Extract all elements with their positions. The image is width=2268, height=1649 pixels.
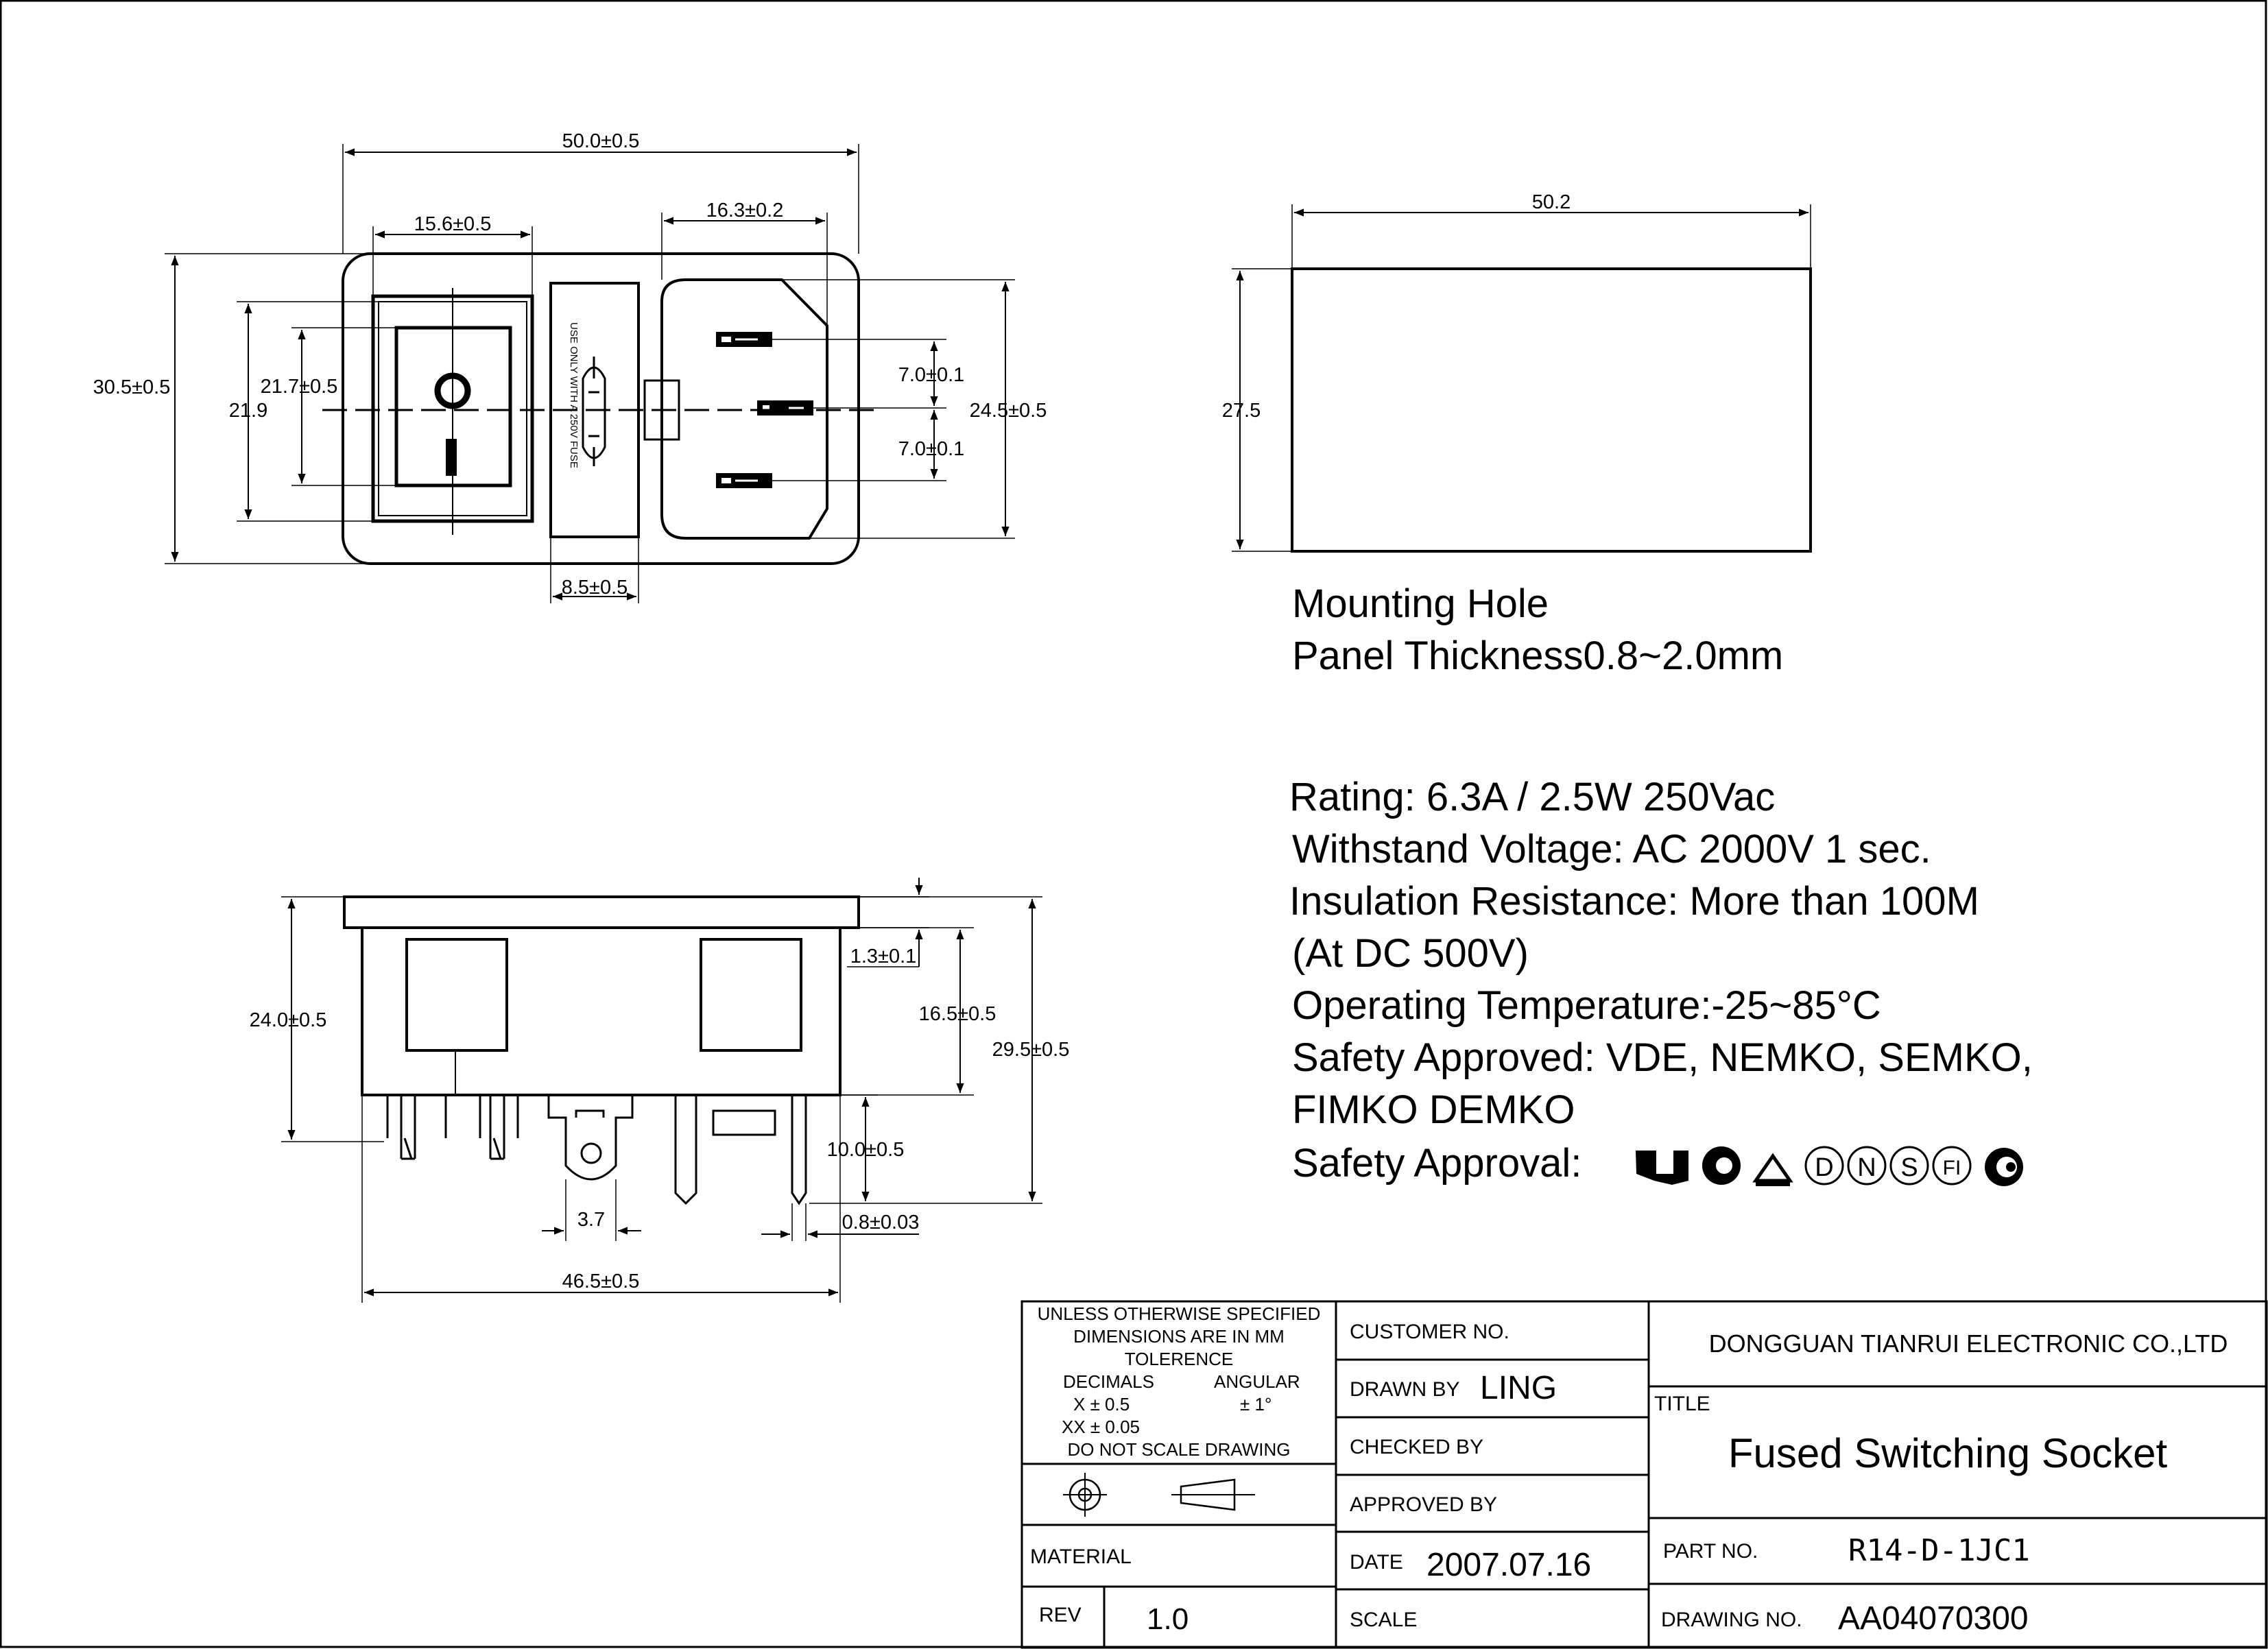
fuse-icon [582, 357, 606, 466]
angular-label: ANGULAR [1214, 1371, 1300, 1392]
decimals-label: DECIMALS [1063, 1371, 1154, 1392]
mounting-hole-title: Mounting Hole [1292, 581, 1549, 626]
mounting-hole: 50.2 27.5 Mounting Hole Panel Thickness0… [1222, 191, 1812, 678]
panel-thickness-note: Panel Thickness0.8~2.0mm [1292, 634, 1783, 678]
date-label: DATE [1350, 1551, 1403, 1574]
cqc-mark-icon [1985, 1148, 2023, 1186]
svg-text:FI: FI [1943, 1157, 1961, 1179]
on-symbol [446, 439, 457, 476]
tolerance-line-1: UNLESS OTHERWISE SPECIFIED [1038, 1303, 1321, 1324]
vde-mark-icon [1752, 1153, 1793, 1186]
switch-terminals [386, 1095, 519, 1160]
title-block: UNLESS OTHERWISE SPECIFIED DIMENSIONS AR… [1020, 1300, 2268, 1649]
inlet-terminal-right [791, 1095, 807, 1205]
fuse-terminal-hole [580, 1142, 602, 1164]
spec-withstand-voltage: Withstand Voltage: AC 2000V 1 sec. [1292, 827, 1931, 871]
drawn-by-label: DRAWN BY [1350, 1378, 1460, 1401]
dim-fuse-terminal-width: 3.7 [577, 1209, 605, 1231]
spec-safety-approval: Safety Approval: [1292, 1141, 1581, 1185]
cutout-outline [1291, 267, 1812, 553]
checked-by-label: CHECKED BY [1350, 1436, 1483, 1458]
x-tolerance: X ± 0.5 [1073, 1394, 1130, 1415]
body [361, 926, 841, 1096]
dim-switch-outer-height: 21.9 [229, 400, 267, 422]
iec-inlet-outline [660, 278, 828, 540]
drawn-by-value: LING [1480, 1370, 1557, 1406]
front-view: USE ONLY WITH A 250V FUSE 50.0±0.5 [93, 130, 1047, 603]
title-value: Fused Switching Socket [1728, 1430, 2168, 1476]
tolerance-line-3: TOLERENCE [1125, 1349, 1233, 1369]
title-label: TITLE [1654, 1393, 1710, 1415]
spec-operating-temp: Operating Temperature:-25~85°C [1292, 983, 1881, 1028]
spec-insulation: Insulation Resistance: More than 100M [1289, 879, 1979, 924]
inlet-terminal-left [674, 1095, 697, 1205]
spec-rating: Rating: 6.3A / 2.5W 250Vac [1289, 775, 1775, 819]
dim-terminal-thickness: 0.8±0.03 [842, 1212, 920, 1233]
ccc-c-mark-icon [1702, 1146, 1741, 1185]
no-scale-note: DO NOT SCALE DRAWING [1067, 1439, 1290, 1460]
dim-pin-pitch-lower: 7.0±0.1 [898, 438, 965, 460]
dim-inner-height: 16.5±0.5 [919, 1003, 996, 1025]
dim-overall-height: 30.5±0.5 [93, 376, 171, 398]
dim-fuse-width: 8.5±0.5 [562, 577, 628, 599]
inlet-terminal-block [712, 1109, 776, 1136]
dim-body-height: 24.0±0.5 [250, 1009, 327, 1031]
angular-tolerance: ± 1° [1240, 1394, 1272, 1415]
tolerance-line-2: DIMENSIONS ARE IN MM [1073, 1326, 1285, 1347]
fimko-mark-icon: FI [1932, 1146, 1972, 1185]
rev-value: 1.0 [1147, 1602, 1189, 1636]
svg-text:N: N [1857, 1153, 1876, 1182]
flange [343, 895, 860, 929]
rev-label: REV [1039, 1604, 1082, 1626]
left-window [405, 938, 508, 1052]
projection-symbol-icon [1063, 1473, 1255, 1517]
dim-inlet-width: 16.3±0.2 [706, 200, 784, 221]
dim-flange-thickness: 1.3±0.1 [850, 946, 917, 967]
fuse-terminal [547, 1095, 634, 1181]
specifications: Rating: 6.3A / 2.5W 250Vac Withstand Vol… [1289, 775, 2033, 1186]
spec-safety-approved: Safety Approved: VDE, NEMKO, SEMKO, [1292, 1035, 2033, 1080]
dim-total-height: 29.5±0.5 [992, 1039, 1070, 1061]
xx-tolerance: XX ± 0.05 [1062, 1417, 1140, 1437]
dim-inlet-height: 24.5±0.5 [970, 400, 1047, 422]
scale-label: SCALE [1350, 1609, 1417, 1631]
side-view: 24.0±0.5 1.3±0.1 16.5±0.5 29.5±0.5 10.0±… [250, 878, 1070, 1303]
dim-pin-pitch-upper: 7.0±0.1 [898, 364, 965, 386]
pin-top [716, 332, 772, 347]
svg-text:S: S [1900, 1153, 1918, 1182]
dim-switch-inner-height: 21.7±0.5 [261, 376, 338, 398]
fuse-warning-label: USE ONLY WITH A 250V FUSE [568, 322, 580, 468]
right-window [700, 938, 802, 1052]
approval-marks: D N S FI [1636, 1146, 2023, 1186]
ul-mark-icon [1636, 1151, 1688, 1185]
approved-by-label: APPROVED BY [1350, 1493, 1497, 1516]
svg-text:D: D [1815, 1153, 1833, 1182]
housing-outline [342, 252, 860, 565]
pin-bottom [716, 473, 772, 488]
pin-earth [757, 400, 813, 416]
title-block-frame [1020, 1300, 2268, 1649]
dim-terminal-length: 10.0±0.5 [827, 1139, 905, 1161]
dim-switch-width: 15.6±0.5 [414, 213, 492, 235]
customer-no-label: CUSTOMER NO. [1350, 1321, 1509, 1343]
dim-cutout-height: 27.5 [1222, 400, 1261, 422]
material-label: MATERIAL [1030, 1545, 1132, 1568]
company-name: DONGGUAN TIANRUI ELECTRONIC CO.,LTD [1709, 1329, 2228, 1358]
part-no-label: PART NO. [1663, 1540, 1758, 1563]
nemko-mark-icon: N [1847, 1146, 1887, 1185]
spec-insulation-condition: (At DC 500V) [1292, 931, 1529, 976]
part-no-value: R14-D-1JC1 [1848, 1533, 2030, 1568]
demko-mark-icon: D [1804, 1146, 1844, 1185]
spec-safety-approved-cont: FIMKO DEMKO [1292, 1087, 1575, 1132]
semko-mark-icon: S [1889, 1146, 1929, 1185]
dim-cutout-width: 50.2 [1532, 191, 1571, 213]
drawing-no-value: AA04070300 [1838, 1600, 2029, 1637]
latch-tab [643, 379, 680, 441]
dim-body-width: 46.5±0.5 [562, 1271, 640, 1292]
date-value: 2007.07.16 [1427, 1547, 1591, 1583]
drawing-no-label: DRAWING NO. [1661, 1609, 1802, 1631]
dim-overall-width: 50.0±0.5 [562, 130, 640, 152]
